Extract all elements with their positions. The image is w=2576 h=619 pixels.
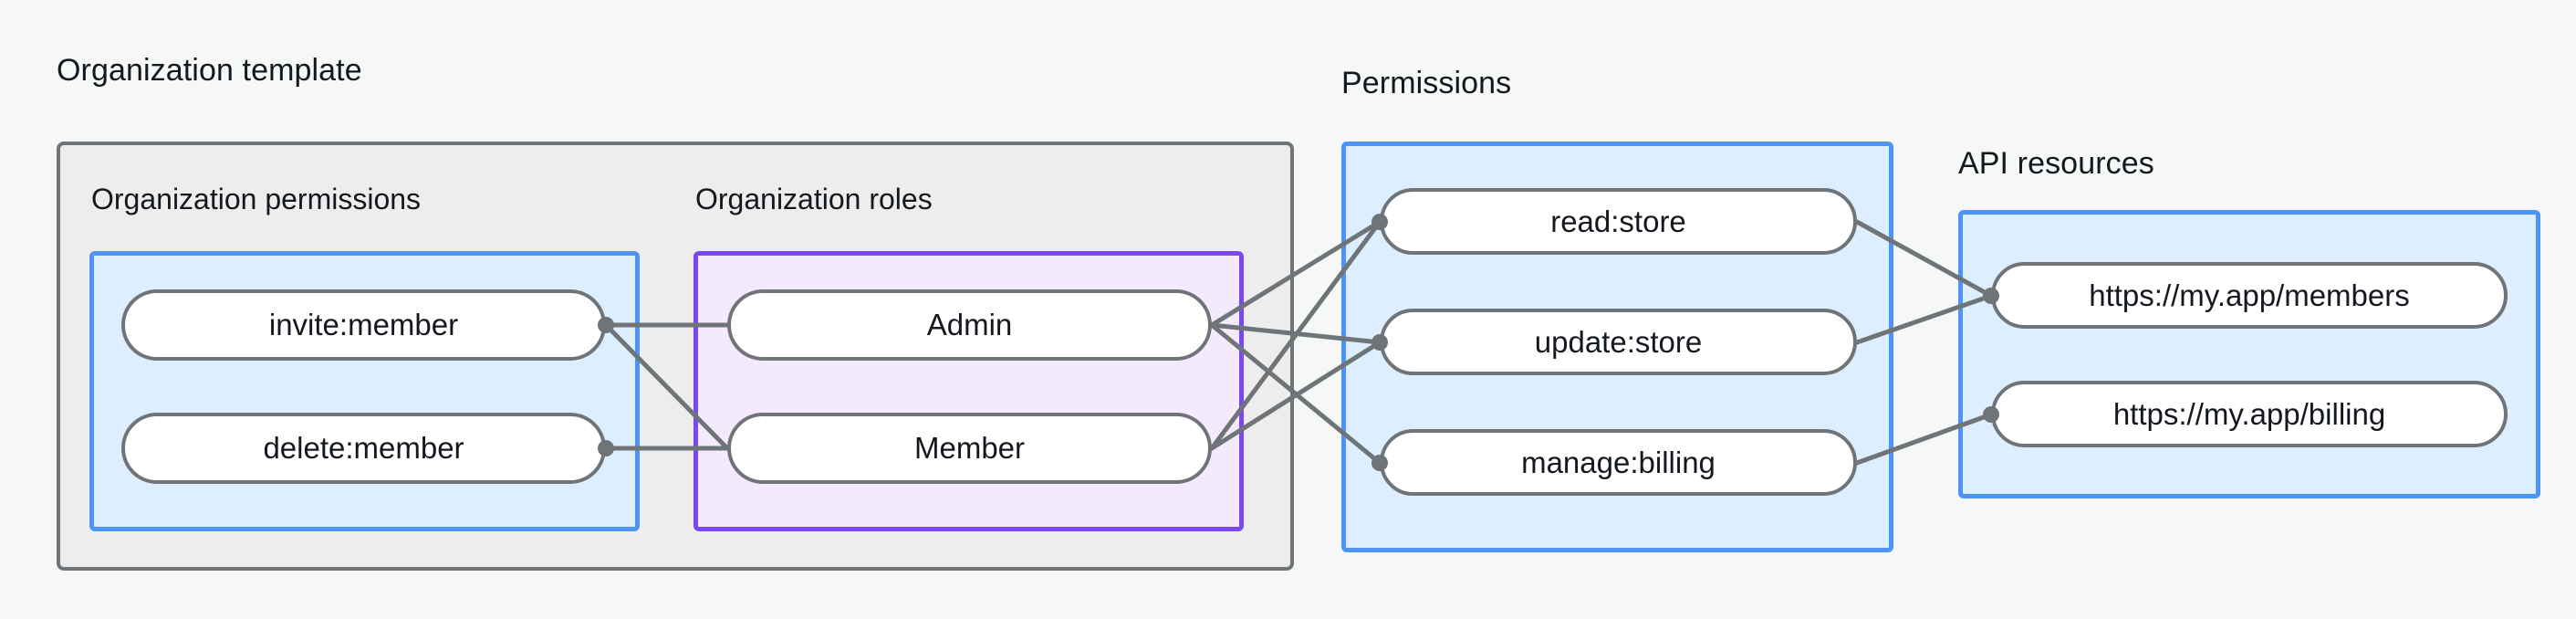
node-billing-url[interactable]: https://my.app/billing [1991,381,2508,447]
node-manage-billing[interactable]: manage:billing [1380,429,1857,496]
node-admin[interactable]: Admin [727,289,1212,361]
connector-dot-update-store [1371,334,1388,351]
connector-dot-delete-member [598,440,614,456]
group-title-permissions: Permissions [1341,66,1512,100]
api-resources-panel [1958,210,2540,498]
connector-dot-members-url [1983,288,1999,304]
connector-dot-invite-member [598,317,614,333]
node-member[interactable]: Member [727,413,1212,484]
node-delete-member[interactable]: delete:member [121,413,606,484]
node-members-url[interactable]: https://my.app/members [1991,262,2508,329]
node-update-store[interactable]: update:store [1380,309,1857,375]
group-title-api-resources: API resources [1958,146,2154,181]
node-invite-member[interactable]: invite:member [121,289,606,361]
subtitle-organization-roles: Organization roles [695,183,933,215]
subtitle-organization-permissions: Organization permissions [91,183,422,215]
connector-dot-read-store [1371,214,1388,230]
connector-dot-billing-url [1983,406,1999,423]
node-read-store[interactable]: read:store [1380,188,1857,255]
group-title-organization-template: Organization template [57,53,362,88]
connector-dot-manage-billing [1371,455,1388,471]
